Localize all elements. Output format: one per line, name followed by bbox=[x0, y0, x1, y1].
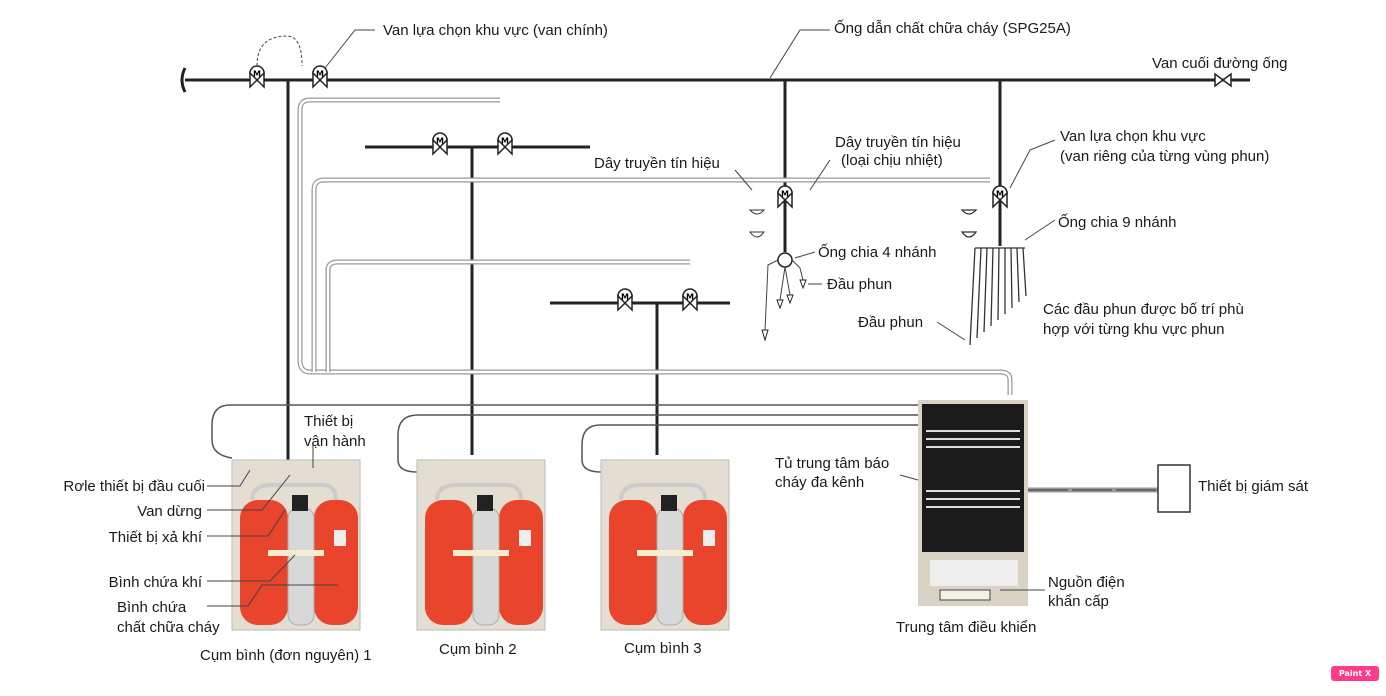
label-nozzle-2: Đầu phun bbox=[858, 314, 923, 331]
label-agent-cylinder: Bình chứa bbox=[117, 599, 187, 616]
label-stop-valve: Van dừng bbox=[137, 503, 202, 520]
zone-valve-4 bbox=[497, 132, 513, 155]
label-monitor-device: Thiết bị giám sát bbox=[1198, 478, 1309, 495]
zone-valve-3 bbox=[432, 132, 448, 155]
label-splitter-9: Ống chia 9 nhánh bbox=[1058, 213, 1176, 231]
cylinder-cluster-3 bbox=[599, 458, 731, 632]
label-signal-wire-heat-type: (loại chịu nhiệt) bbox=[841, 152, 943, 169]
label-fire-panel-2: cháy đa kênh bbox=[775, 474, 864, 491]
label-cluster-2: Cụm bình 2 bbox=[439, 641, 517, 658]
control-center-panel bbox=[918, 400, 1028, 606]
label-zone-valve: Van lựa chọn khu vực bbox=[1060, 128, 1206, 145]
main-selector-valve-1 bbox=[312, 65, 328, 88]
label-zone-valve-desc: (van riêng của từng vùng phun) bbox=[1060, 148, 1269, 165]
cylinder-cluster-2 bbox=[415, 458, 547, 632]
label-nozzles-note-2: hợp với từng khu vực phun bbox=[1043, 321, 1225, 338]
cylinder-cluster-1 bbox=[230, 458, 362, 632]
label-signal-wire: Dây truyền tín hiệu bbox=[594, 155, 720, 172]
zone-pipe-3 bbox=[550, 301, 730, 455]
signal-wires bbox=[211, 97, 1158, 493]
end-valve-icon bbox=[1214, 72, 1232, 88]
label-agent-cylinder-2: chất chữa cháy bbox=[117, 619, 220, 636]
label-emergency-power: Nguồn điện bbox=[1048, 574, 1125, 591]
label-nozzle-1: Đầu phun bbox=[827, 276, 892, 293]
label-main-selector-valve: Van lựa chọn khu vực (van chính) bbox=[383, 22, 608, 39]
label-operating-device: Thiết bị bbox=[304, 413, 353, 430]
label-fire-panel: Tủ trung tâm báo bbox=[775, 455, 889, 472]
zone-pipe-2 bbox=[365, 145, 590, 455]
nine-branch-splitter bbox=[960, 209, 1027, 346]
main-agent-pipe bbox=[180, 67, 1250, 460]
zone-valve-5 bbox=[617, 288, 633, 311]
label-cluster-1: Cụm bình (đơn nguyên) 1 bbox=[200, 647, 372, 664]
label-cluster-3: Cụm bình 3 bbox=[624, 640, 702, 657]
label-gas-release: Thiết bị xả khí bbox=[109, 529, 203, 546]
watermark-badge: Paint X lite bbox=[1331, 666, 1379, 693]
label-nozzles-note-1: Các đầu phun được bố trí phù bbox=[1043, 301, 1244, 318]
label-terminal-relay: Rơle thiết bị đầu cuối bbox=[63, 478, 205, 495]
label-operating-device-2: vận hành bbox=[304, 433, 366, 450]
label-signal-wire-heat: Dây truyền tín hiệu bbox=[835, 134, 961, 151]
label-splitter-4: Ống chia 4 nhánh bbox=[818, 243, 936, 261]
label-control-center: Trung tâm điều khiển bbox=[896, 619, 1036, 636]
label-gas-cylinder: Bình chứa khí bbox=[109, 574, 203, 591]
label-end-valve: Van cuối đường ống bbox=[1152, 55, 1288, 72]
four-branch-splitter bbox=[748, 209, 807, 342]
zone-valve-6 bbox=[682, 288, 698, 311]
leader-lines bbox=[207, 29, 1056, 607]
label-agent-pipe: Ống dẫn chất chữa cháy (SPG25A) bbox=[834, 19, 1071, 37]
label-emergency-power-2: khẩn cấp bbox=[1048, 593, 1109, 610]
monitor-device-box bbox=[1157, 464, 1191, 513]
main-selector-valve-2 bbox=[249, 65, 265, 88]
